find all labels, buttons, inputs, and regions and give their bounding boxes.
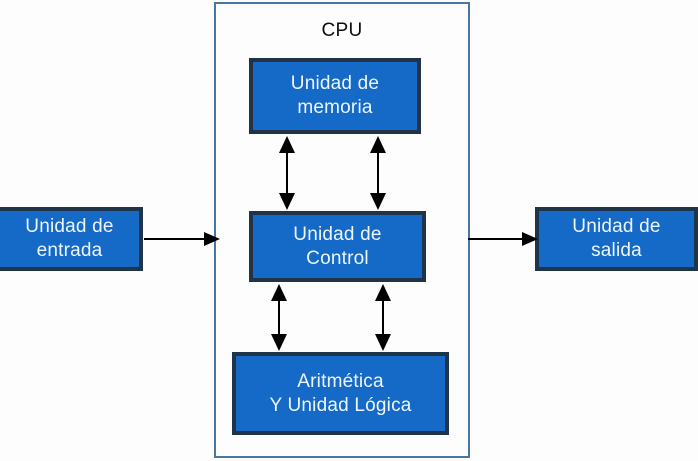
unit-box-output-label: Unidad de salida <box>572 216 661 261</box>
unit-box-output[interactable]: Unidad de salida <box>535 207 698 271</box>
arrow-memory-control-right <box>369 136 387 210</box>
unit-box-control-label: Unidad de Control <box>293 223 382 269</box>
unit-box-memory-label: Unidad de memoria <box>290 73 380 118</box>
unit-box-alu-label: Aritmética Y Unidad Lógica <box>269 370 412 416</box>
arrow-control-alu-left <box>270 284 288 351</box>
arrow-memory-control-left <box>278 136 296 210</box>
arrow-input-to-cpu <box>144 231 220 247</box>
unit-box-input-label: Unidad de entrada <box>25 216 114 261</box>
unit-box-control[interactable]: Unidad de Control <box>249 211 426 282</box>
arrow-control-alu-right <box>374 284 392 351</box>
arrow-cpu-to-output <box>468 231 538 247</box>
cpu-label: CPU <box>321 20 363 41</box>
cpu-boundary-frame <box>214 2 470 458</box>
unit-box-input[interactable]: Unidad de entrada <box>0 207 143 271</box>
unit-box-alu[interactable]: Aritmética Y Unidad Lógica <box>232 352 449 435</box>
unit-box-memory[interactable]: Unidad de memoria <box>249 58 421 134</box>
